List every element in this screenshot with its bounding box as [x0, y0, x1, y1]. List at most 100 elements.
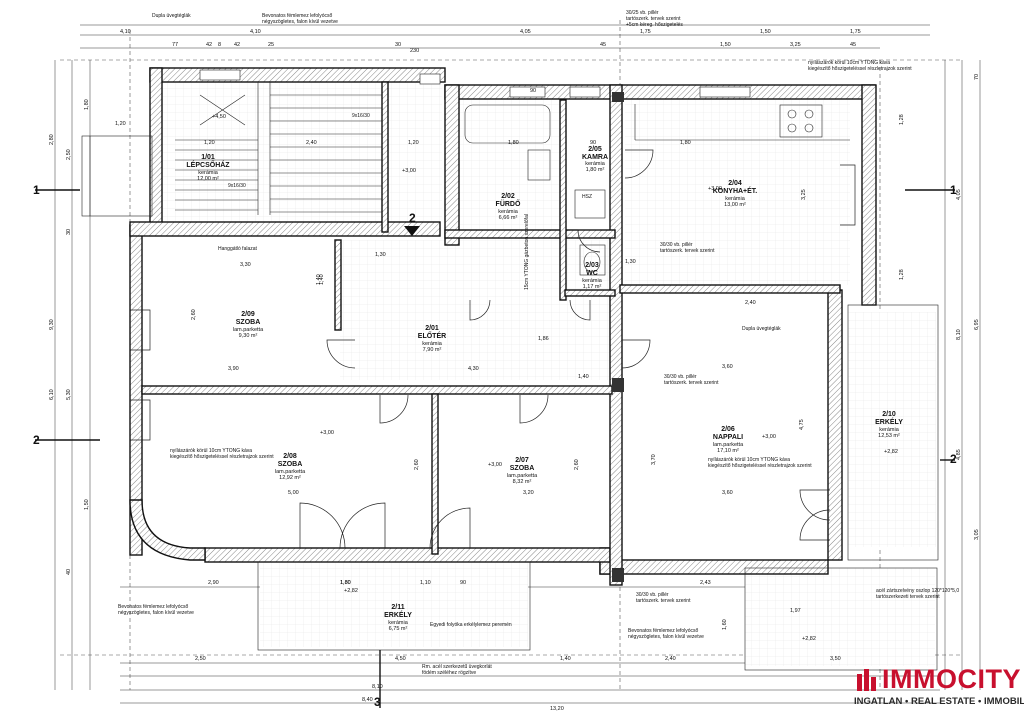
room-labels: 1/01 LÉPCSŐHÁZ kerámia 12,00 m² 2/02 FÜR…	[186, 146, 903, 632]
dim-bottom: 1,97	[790, 608, 801, 614]
doors	[130, 149, 856, 549]
room-floor: lam.parketta	[713, 442, 744, 448]
dim-top2: 77	[172, 42, 178, 48]
dim-top2: 90	[530, 88, 536, 94]
dim-inner: 4,75	[799, 419, 805, 430]
note-pillar-b1: 30/30 vb. pillér	[664, 374, 697, 380]
building-logo-icon	[857, 669, 876, 691]
dim-bottom: 2,90	[208, 580, 219, 586]
note-bevonatos-1: Bevonatos fémlemez lefolyócső	[262, 13, 333, 19]
dim-inner: 5,00	[288, 490, 299, 496]
dim-bottom3: 13,20	[550, 706, 564, 712]
note-bevonatos-1: Bevonatos fémlemez lefolyócső	[118, 604, 189, 610]
room-area: 17,10 m²	[717, 448, 739, 454]
section-labels: 1 1 2 2 2 3	[33, 183, 957, 709]
note-bevonatos-2: négyszögletes, falon kívül vezetve	[118, 610, 194, 616]
room-name: ELŐTÉR	[418, 331, 446, 340]
room-name: SZOBA	[510, 465, 535, 472]
brand-tagline: INGATLAN • REAL ESTATE • IMMOBILIEN	[854, 696, 1024, 707]
note-ytong: 15cm YTONG gázbeton szerelőfal	[524, 214, 530, 290]
level-mark: +2,82	[344, 588, 358, 594]
dim-right: 3,05	[974, 529, 980, 540]
dim-inner: 1,20	[204, 140, 215, 146]
room-floor: lam.parketta	[275, 469, 306, 475]
room-name: WC	[586, 270, 598, 277]
dim-left: 5,30	[66, 389, 72, 400]
note-nyilas-1: nyílászárók körül 10cm YTONG káva	[708, 457, 790, 463]
dim-left: 2,80	[49, 134, 55, 145]
dim-right: 4,05	[956, 189, 962, 200]
room-name: KONYHA+ÉT.	[713, 186, 758, 195]
room-id: 2/06	[721, 426, 735, 433]
dim-left: 1,50	[84, 499, 90, 510]
dim-top: 1,50	[760, 29, 771, 35]
room-name: ERKÉLY	[384, 610, 412, 619]
room-area: 1,80 m²	[586, 167, 605, 173]
dim-inner: 1,40	[319, 274, 325, 285]
note-pillar-a2: tartószerk. tervek szerint	[626, 16, 681, 22]
note-egyedi: Egyedi folyóka erkélylemez peremén	[430, 622, 512, 628]
dim-inner: 2,40	[306, 140, 317, 146]
dim-inner: 1,30	[625, 259, 636, 265]
dim-inner: 3,60	[722, 364, 733, 370]
dim-top: 4,05	[520, 29, 531, 35]
note-bevonatos-1: Bevonatos fémlemez lefolyócső	[628, 628, 699, 634]
dim-top2: 30	[395, 42, 401, 48]
dim-left: 30	[66, 229, 72, 235]
balconies	[81, 135, 939, 671]
dim-top2: 42	[206, 42, 212, 48]
dim-left: 2,50	[66, 149, 72, 160]
level-mark: +3,00	[488, 462, 502, 468]
dim-top2: 230	[410, 48, 419, 54]
dim-right: 1,28	[899, 114, 905, 125]
room-id: 2/04	[728, 180, 742, 187]
note-nyilas-2: kiegészítő hőszigeteléssel részletrajzok…	[708, 463, 812, 469]
dim-top2: 1,50	[720, 42, 731, 48]
section-label: 2	[33, 433, 40, 447]
dim-left: 6,10	[49, 389, 55, 400]
dim-top: 1,75	[640, 29, 651, 35]
level-marks: +4,50 +3,00 +3,00 +3,00 +3,00 +3,00 +2,8…	[212, 114, 898, 642]
room-id: 2/03	[585, 262, 599, 269]
tile-areas	[160, 82, 936, 666]
level-mark: +3,00	[320, 430, 334, 436]
note-pillar-b1: 30/30 vb. pillér	[660, 242, 693, 248]
room-floor: kerámia	[879, 427, 900, 433]
dim-inner: 1,86	[538, 336, 549, 342]
dim-right: 1,28	[899, 269, 905, 280]
level-mark: +2,82	[884, 449, 898, 455]
room-floor: lam.parketta	[233, 327, 264, 333]
note-bevonatos-2: négyszögletes, falon kívül vezetve	[628, 634, 704, 640]
dim-inner: 3,25	[801, 189, 807, 200]
room-name: FÜRDŐ	[496, 199, 521, 208]
room-name: NAPPALI	[713, 434, 743, 441]
note-pillar-b2: tartószerk. tervek szerint	[636, 598, 691, 604]
fixtures	[464, 104, 850, 276]
dim-bottom3: 8,40	[362, 697, 373, 703]
room-id: 2/11	[391, 604, 404, 611]
room-area: 7,90 m²	[423, 347, 442, 353]
room-floor: kerámia	[585, 161, 606, 167]
dim-inner: 2,60	[414, 459, 420, 470]
dim-inner: 3,90	[228, 366, 239, 372]
room-area: 12,00 m²	[197, 176, 219, 182]
level-mark: +3,00	[402, 168, 416, 174]
level-mark: +3,00	[762, 434, 776, 440]
level-mark: +3,00	[708, 186, 722, 192]
dim-inner: 2,60	[191, 309, 197, 320]
room-floor: lam.parketta	[507, 473, 538, 479]
room-area: 1,17 m²	[583, 284, 602, 290]
dim-inner: 3,60	[722, 490, 733, 496]
room-id: 2/02	[501, 193, 515, 200]
dim-top2: 45	[850, 42, 856, 48]
note-hsz: HSZ	[582, 194, 592, 200]
dim-inner: 3,20	[523, 490, 534, 496]
dim-inner: 1,80	[508, 140, 519, 146]
dim-bottom2: 3,50	[830, 656, 841, 662]
room-name: SZOBA	[278, 461, 303, 468]
room-id: 1/01	[201, 154, 215, 161]
section-label: 1	[33, 183, 40, 197]
dim-bottom2: 4,50	[395, 656, 406, 662]
room-area: 6,66 m²	[499, 215, 518, 221]
dim-top2: 8	[218, 42, 221, 48]
